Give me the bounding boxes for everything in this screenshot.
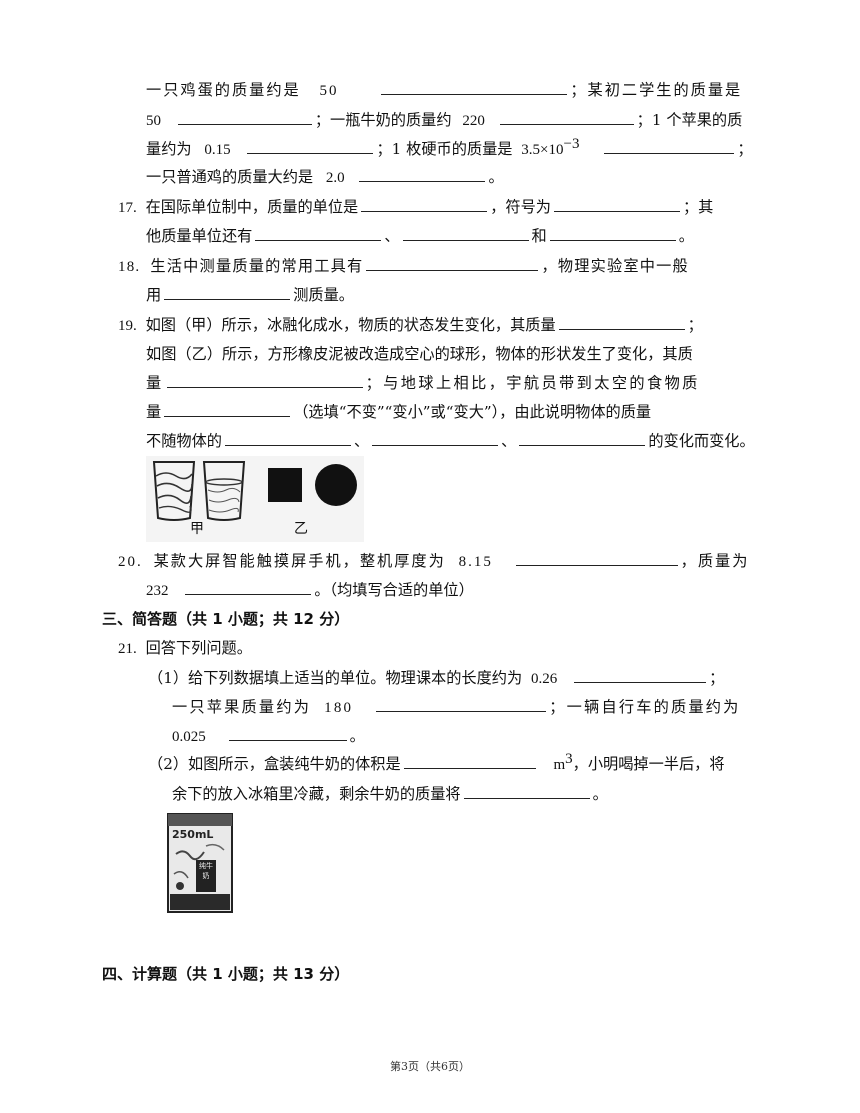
answer-blank[interactable] xyxy=(381,80,568,95)
question-19: 19. 如图（甲）所示，冰融化成水，物质的状态发生变化，其质量； xyxy=(118,315,703,334)
milk-carton-drawing xyxy=(167,813,233,913)
answer-blank[interactable] xyxy=(185,580,312,595)
answer-blank[interactable] xyxy=(402,226,529,241)
question-21-part-1: （1）给下列数据填上适当的单位。物理课本的长度约为 0.26 ； xyxy=(148,668,725,687)
section-3-title: 三、简答题（共 1 小题；共 12 分） xyxy=(102,610,350,628)
answer-blank[interactable] xyxy=(372,431,499,446)
carton-product-label: 纯牛奶 xyxy=(199,862,213,880)
answer-blank[interactable] xyxy=(376,697,547,712)
answer-blank[interactable] xyxy=(255,226,382,241)
question-19-line-5: 不随物体的、、的变化而变化。 xyxy=(146,431,755,450)
answer-blank[interactable] xyxy=(177,110,312,125)
milk-carton-figure: 250mL 纯牛奶 xyxy=(166,812,234,914)
question-17: 17. 在国际单位制中，质量的单位是，符号为；其 xyxy=(118,197,714,216)
question-21: 21. 回答下列问题。 xyxy=(118,639,252,657)
q16-line-2: 50 ；一瓶牛奶的质量约 220 ；1 个苹果的质 xyxy=(146,110,743,129)
answer-blank[interactable] xyxy=(574,668,707,683)
question-21-part-2-line-2: 余下的放入冰箱里冷藏，剩余牛奶的质量将。 xyxy=(172,784,608,803)
question-19-line-2: 如图（乙）所示，方形橡皮泥被改造成空心的球形，物体的形状发生了变化，其质 xyxy=(146,345,693,363)
answer-blank[interactable] xyxy=(366,256,539,271)
answer-blank[interactable] xyxy=(499,110,634,125)
answer-blank[interactable] xyxy=(604,139,735,154)
question-18-line-2: 用测质量。 xyxy=(146,285,354,304)
answer-blank[interactable] xyxy=(164,285,291,300)
question-18: 18. 生活中测量质量的常用工具有，物理实验室中一般 xyxy=(118,256,689,275)
question-19-line-3: 量；与地球上相比，宇航员带到太空的食物质 xyxy=(146,373,700,392)
answer-blank[interactable] xyxy=(361,197,488,212)
q16-line-3: 量约为 0.15 ；1 枚硬币的质量是 3.5×10−3 ； xyxy=(146,135,753,158)
q16-line-4: 一只普通鸡的质量大约是 2.0 。 xyxy=(146,167,504,186)
question-19-line-4: 量（选填“不变”“变小”或“变大”），由此说明物体的质量 xyxy=(146,402,652,421)
answer-blank[interactable] xyxy=(224,431,351,446)
question-17-line-2: 他质量单位还有、和。 xyxy=(146,226,694,245)
answer-blank[interactable] xyxy=(403,754,536,769)
section-4-title: 四、计算题（共 1 小题；共 13 分） xyxy=(102,965,350,983)
question-20-line-2: 232 。（均填写合适的单位） xyxy=(146,580,474,599)
figure-label-jia: 甲 xyxy=(190,521,204,537)
answer-blank[interactable] xyxy=(558,315,685,330)
answer-blank[interactable] xyxy=(463,784,590,799)
question-21-part-2: （2）如图所示，盒装纯牛奶的体积是 m3，小明喝掉一半后，将 xyxy=(148,750,725,773)
carton-volume-label: 250mL xyxy=(172,828,214,841)
question-20: 20. 某款大屏智能触摸屏手机，整机厚度为 8.15 ，质量为 xyxy=(118,551,750,570)
answer-blank[interactable] xyxy=(519,431,646,446)
answer-blank[interactable] xyxy=(247,139,374,154)
question-21-part-1-line-2: 一只苹果质量约为 180 ；一辆自行车的质量约为 xyxy=(172,697,741,716)
answer-blank[interactable] xyxy=(515,551,678,566)
q16-line-1: 一只鸡蛋的质量约是 50 ；某初二学生的质量是 xyxy=(146,80,743,99)
figure-label-yi: 乙 xyxy=(294,521,308,537)
answer-blank[interactable] xyxy=(164,402,291,417)
answer-blank[interactable] xyxy=(228,726,347,741)
ice-clay-figure: 甲 乙 xyxy=(146,456,364,542)
figure-drawing xyxy=(146,456,364,542)
page-footer: 第3页（共6页） xyxy=(390,1060,470,1073)
answer-blank[interactable] xyxy=(553,197,680,212)
answer-blank[interactable] xyxy=(549,226,676,241)
question-21-part-1-line-3: 0.025 。 xyxy=(172,726,365,745)
answer-blank[interactable] xyxy=(359,167,486,182)
answer-blank[interactable] xyxy=(166,373,363,388)
